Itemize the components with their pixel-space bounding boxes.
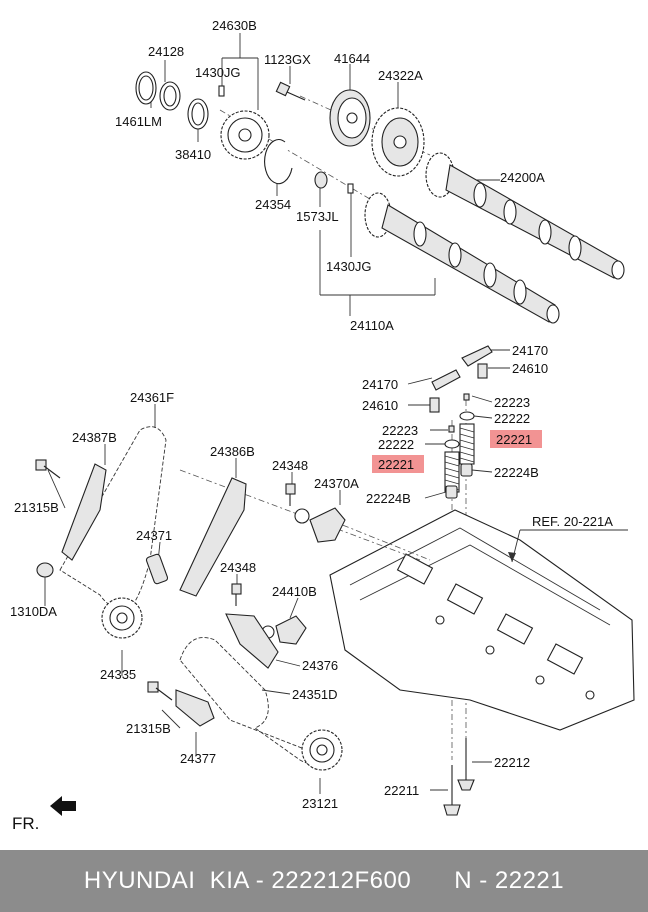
parts-diagram: 24630B 24128 1430JG 1123GX 41644 24322A … bbox=[10, 18, 635, 833]
label-24348-upper: 24348 bbox=[272, 458, 308, 473]
sprocket-24322A bbox=[371, 107, 425, 177]
label-24348-lower: 24348 bbox=[220, 560, 256, 575]
plug-1573JL bbox=[314, 171, 328, 189]
label-24371: 24371 bbox=[136, 528, 172, 543]
retainer-22222-lower bbox=[444, 439, 460, 449]
label-24630B: 24630B bbox=[212, 18, 257, 33]
camshaft-24110A bbox=[364, 192, 560, 324]
label-24354: 24354 bbox=[255, 197, 291, 212]
label-1573JL: 1573JL bbox=[296, 209, 339, 224]
label-22224B-lower: 22224B bbox=[366, 491, 411, 506]
guide-24376 bbox=[225, 613, 279, 669]
label-24170-upper: 24170 bbox=[512, 343, 548, 358]
label-24351D: 24351D bbox=[292, 687, 338, 702]
label-38410: 38410 bbox=[175, 147, 211, 162]
label-1430JG-top: 1430JG bbox=[195, 65, 241, 80]
sprocket-24335 bbox=[101, 597, 143, 639]
label-22221-upper: 22221 bbox=[496, 432, 532, 447]
spring-22221-upper bbox=[459, 423, 475, 465]
valve-seal-22224B-lower bbox=[445, 485, 458, 499]
label-22221-lower: 22221 bbox=[378, 457, 414, 472]
label-24410B: 24410B bbox=[272, 584, 317, 599]
label-1430JG-mid: 1430JG bbox=[326, 259, 372, 274]
label-24610-upper: 24610 bbox=[512, 361, 548, 376]
label-24370A: 24370A bbox=[314, 476, 359, 491]
highlight-22221-upper bbox=[490, 430, 542, 448]
snap-ring-24354 bbox=[264, 139, 293, 185]
label-1461LM: 1461LM bbox=[115, 114, 162, 129]
label-24322A: 24322A bbox=[378, 68, 423, 83]
label-21315B-upper: 21315B bbox=[14, 500, 59, 515]
cotter-22223-lower bbox=[448, 425, 455, 433]
highlight-22221-lower bbox=[372, 455, 424, 473]
bolt-1123GX bbox=[275, 81, 306, 101]
guide-24387B bbox=[61, 463, 107, 561]
rocker-arm-24170-upper bbox=[461, 345, 493, 367]
label-24335: 24335 bbox=[100, 667, 136, 682]
washer-1310DA bbox=[36, 562, 54, 578]
label-22211: 22211 bbox=[384, 783, 419, 798]
valve-seal-22224B-upper bbox=[460, 463, 473, 477]
label-23121: 23121 bbox=[302, 796, 338, 811]
label-24170-lower: 24170 bbox=[362, 377, 398, 392]
pin-1430JG-mid bbox=[347, 183, 354, 194]
tensioner-24370A bbox=[294, 507, 346, 543]
ring-1461LM bbox=[135, 71, 157, 105]
label-1123GX: 1123GX bbox=[264, 52, 311, 67]
guide-24377 bbox=[175, 689, 215, 727]
ring-38410 bbox=[187, 98, 209, 130]
bolt-21315B-lower bbox=[147, 681, 173, 701]
rocker-arm-24170-lower bbox=[431, 369, 461, 391]
chain-24361F bbox=[59, 426, 167, 611]
bolt-24348-lower bbox=[231, 583, 242, 606]
label-24128: 24128 bbox=[148, 44, 184, 59]
sprocket-24630B bbox=[220, 110, 270, 160]
label-22223-lower: 22223 bbox=[382, 423, 418, 438]
bolt-21315B-upper bbox=[35, 459, 61, 479]
guide-24386B bbox=[179, 477, 247, 597]
label-24377: 24377 bbox=[180, 751, 216, 766]
label-22212: 22212 bbox=[494, 755, 530, 770]
tensioner-24371 bbox=[145, 553, 169, 585]
label-22223-upper: 22223 bbox=[494, 395, 530, 410]
label-24376: 24376 bbox=[302, 658, 338, 673]
lash-adjuster-24610-upper bbox=[477, 363, 488, 379]
cylinder-head bbox=[329, 509, 635, 731]
cotter-22223-upper bbox=[463, 393, 470, 401]
label-24200A: 24200A bbox=[500, 170, 545, 185]
label-1310DA: 1310DA bbox=[10, 604, 57, 619]
label-22222-upper: 22222 bbox=[494, 411, 530, 426]
label-21315B-lower: 21315B bbox=[126, 721, 171, 736]
label-22224B-upper: 22224B bbox=[494, 465, 539, 480]
valve-22212 bbox=[457, 738, 492, 791]
camshaft-leaders bbox=[150, 33, 500, 316]
label-front: FR. bbox=[12, 814, 39, 833]
retainer-22222-upper bbox=[459, 411, 475, 421]
pin-1430JG-top bbox=[218, 85, 225, 97]
camshaft-24200A bbox=[425, 152, 625, 280]
ring-24128 bbox=[159, 81, 181, 111]
label-ref: REF. 20-221A bbox=[532, 514, 613, 529]
label-24386B: 24386B bbox=[210, 444, 255, 459]
valve-22211 bbox=[430, 765, 461, 816]
sprocket-23121 bbox=[301, 729, 343, 771]
label-22222-lower: 22222 bbox=[378, 437, 414, 452]
front-arrow-icon bbox=[50, 796, 76, 816]
label-24110A: 24110A bbox=[350, 318, 394, 333]
label-24387B: 24387B bbox=[72, 430, 117, 445]
plate-41644 bbox=[329, 89, 371, 147]
label-24361F: 24361F bbox=[130, 390, 174, 405]
bolt-24348-upper bbox=[285, 483, 296, 506]
lash-adjuster-24610-lower bbox=[429, 397, 440, 413]
part-number-banner: HYUNDAI KIA - 222212F600 N - 22221 bbox=[0, 850, 648, 912]
label-24610-lower: 24610 bbox=[362, 398, 398, 413]
label-41644: 41644 bbox=[334, 51, 370, 66]
